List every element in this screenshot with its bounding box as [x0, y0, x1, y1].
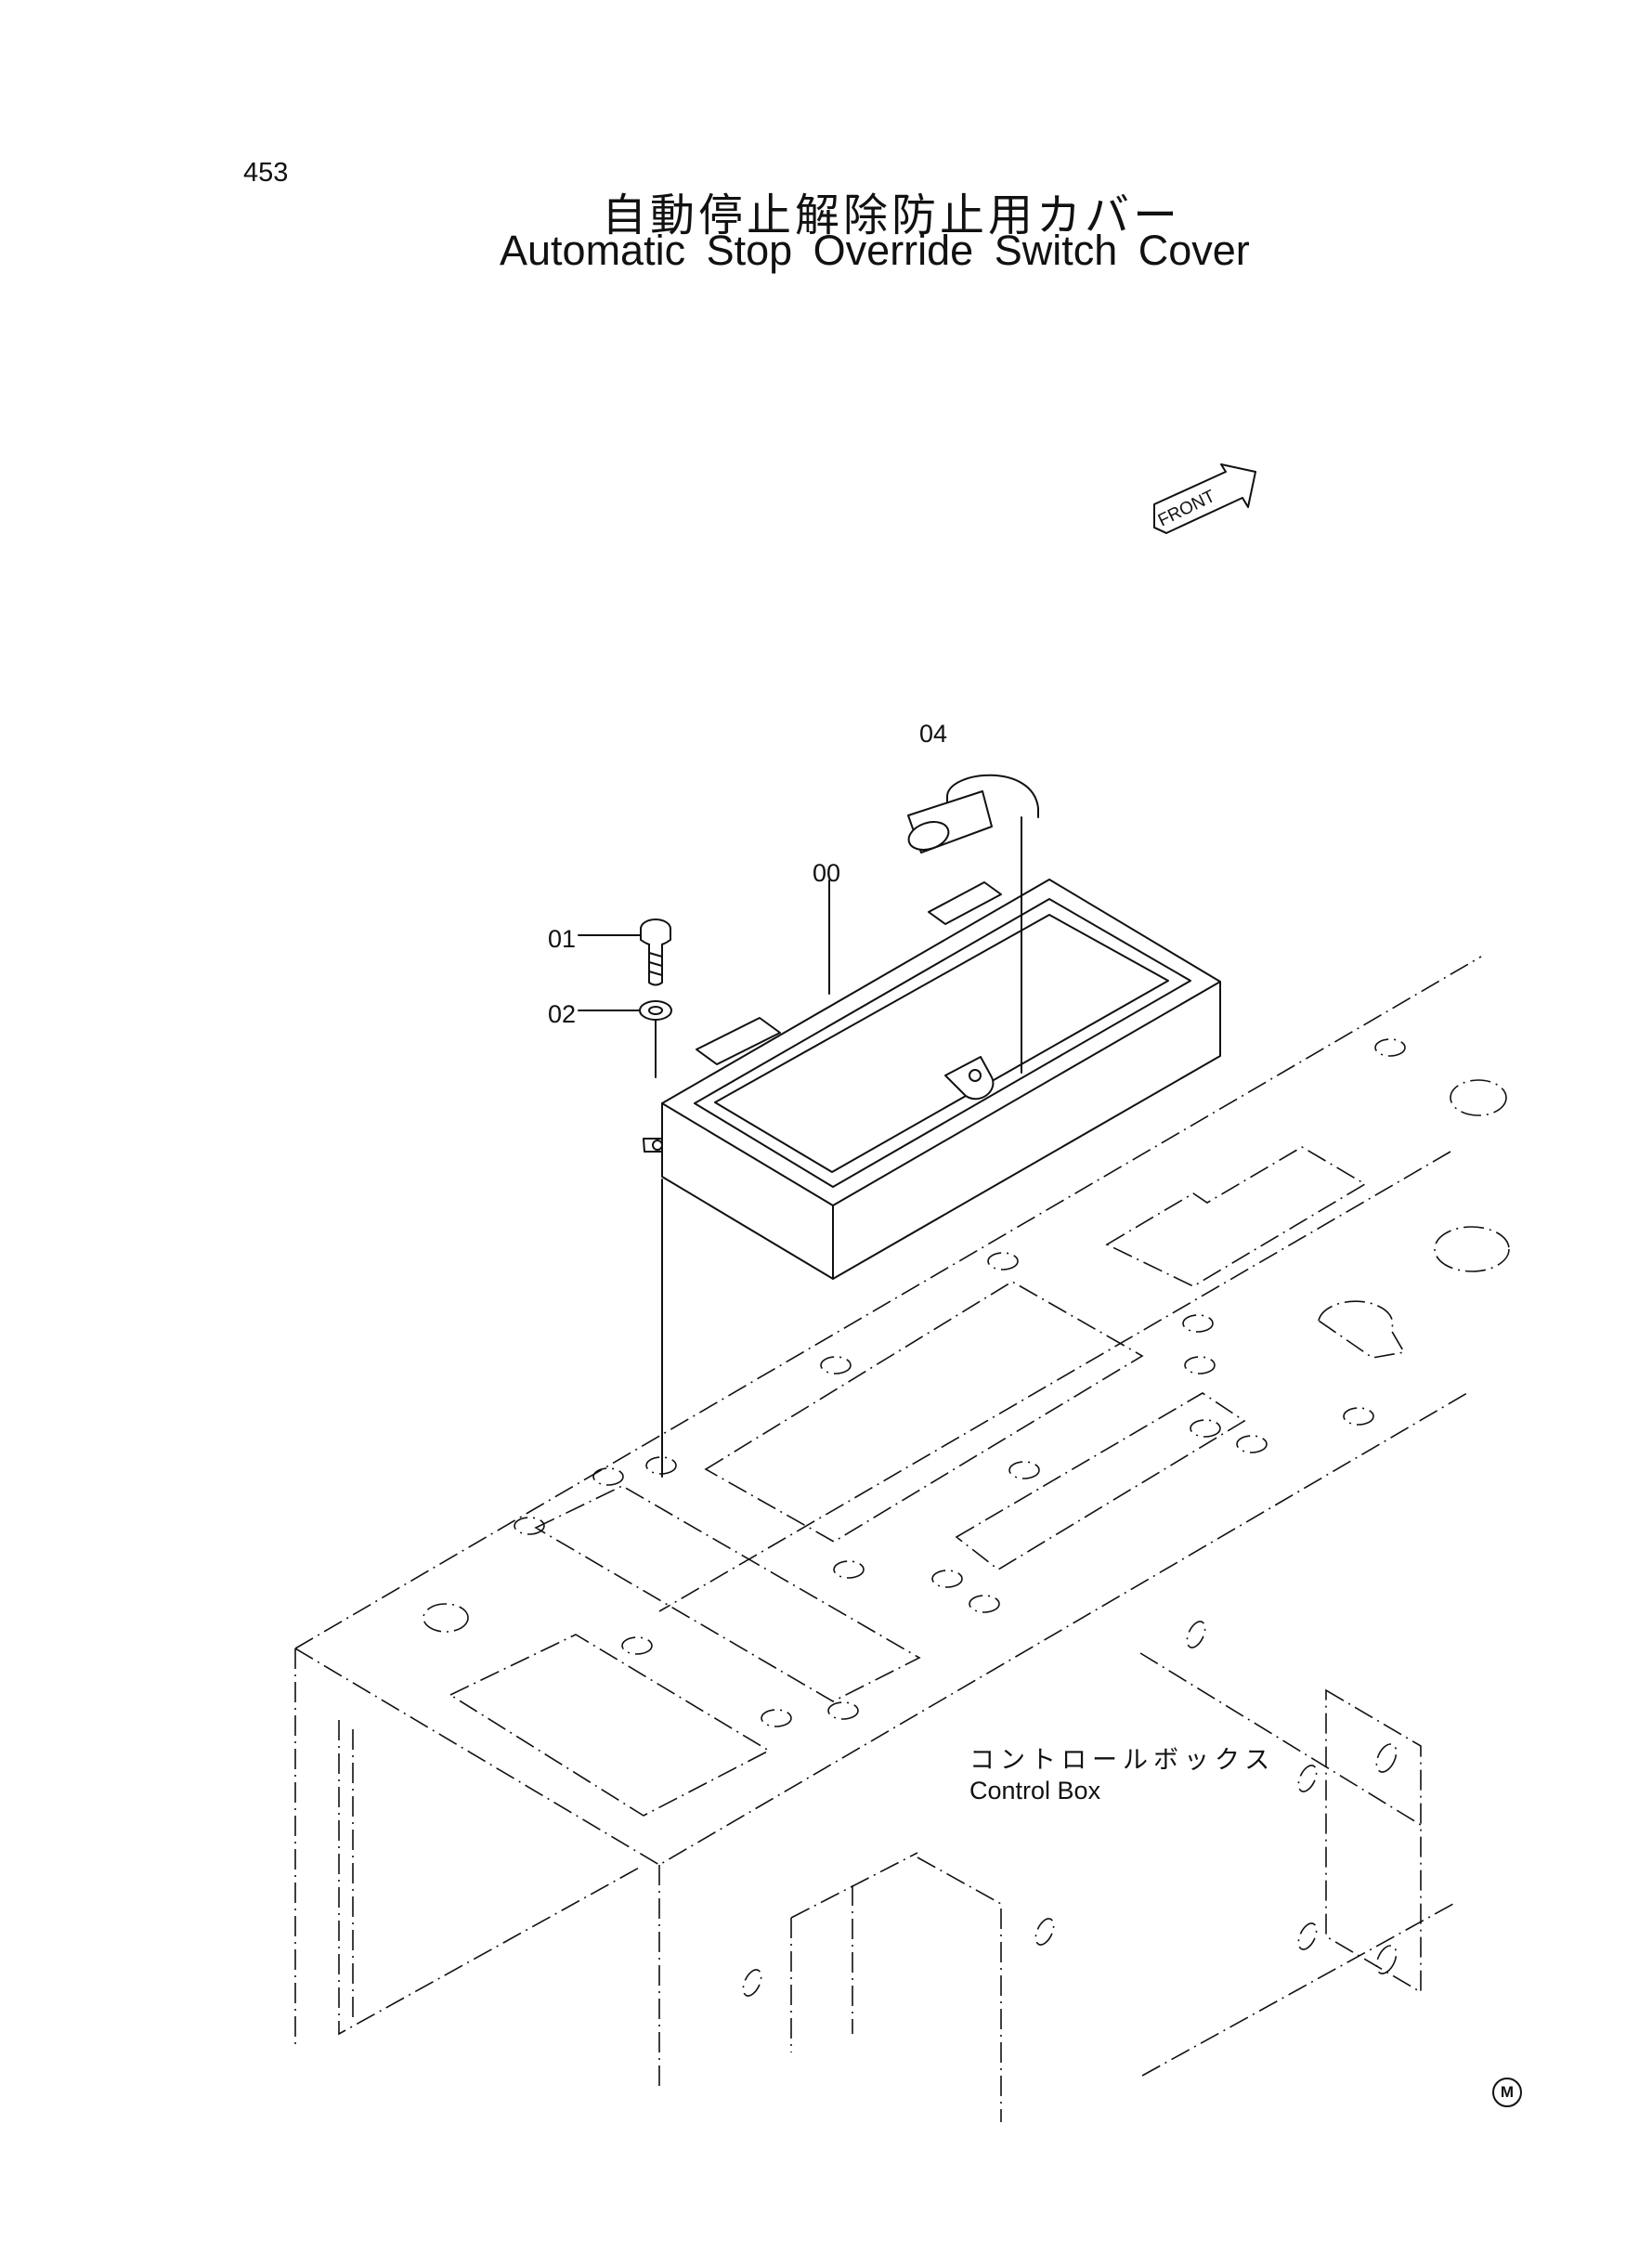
m-marker-icon: M	[1492, 2078, 1522, 2107]
title-japanese: 自動停止解除防止用カバー	[602, 189, 1182, 241]
control-box-body	[294, 956, 1482, 2122]
switch-cover	[643, 879, 1221, 1280]
title-english: Automatic Stop Override Switch Cover	[500, 227, 1250, 274]
callout-04: 04	[919, 720, 948, 748]
front-arrow-icon: FRONT	[1153, 463, 1256, 534]
screw-icon	[578, 919, 671, 986]
callout-02: 02	[548, 1000, 577, 1028]
callout-01: 01	[548, 925, 577, 953]
control-box-label-english: Control Box	[969, 1777, 1101, 1804]
control-box-label-japanese: コントロールボックス	[969, 1746, 1276, 1775]
page-number: 453	[243, 158, 289, 188]
washer-icon	[578, 1000, 672, 1078]
padlock-icon	[907, 774, 1039, 1074]
callout-00: 00	[813, 859, 841, 887]
mounting-holes	[423, 1038, 1510, 1997]
